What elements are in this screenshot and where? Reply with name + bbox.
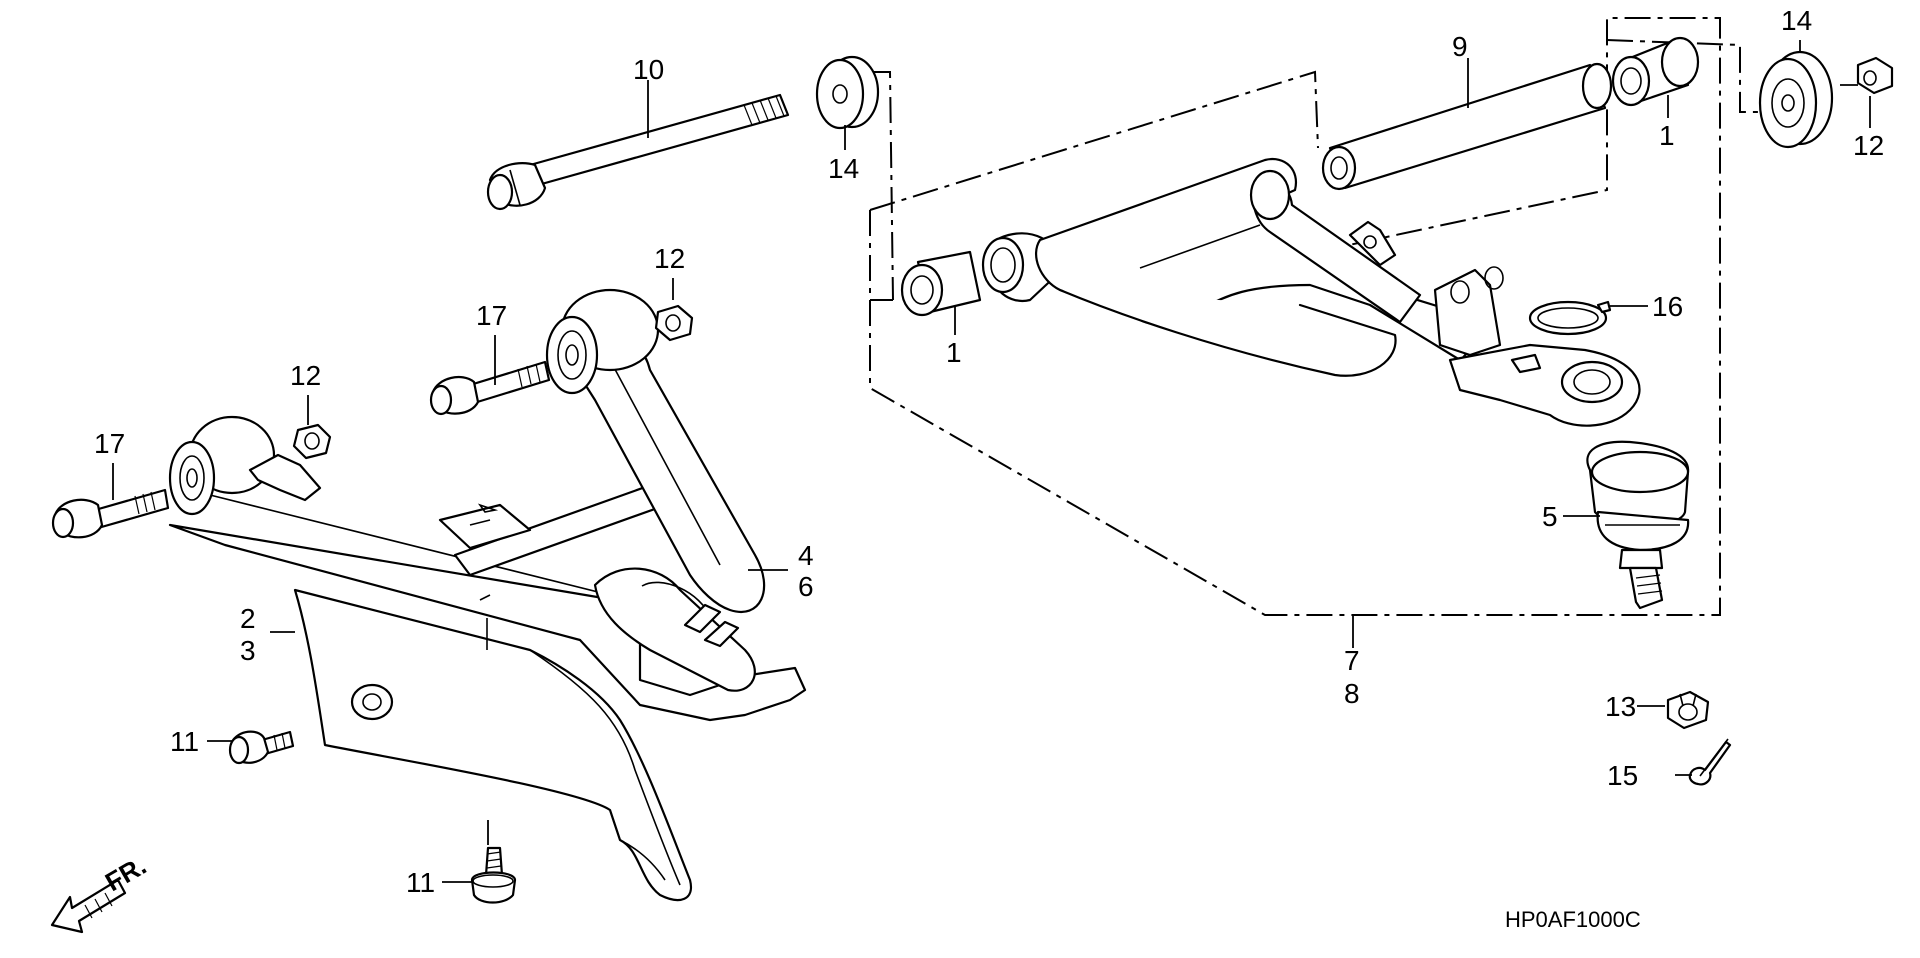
callout-1-right: 1	[1659, 120, 1675, 151]
callout-4: 4	[798, 540, 814, 571]
callout-16: 16	[1652, 291, 1683, 322]
callout-5: 5	[1542, 501, 1558, 532]
castle-nut	[1666, 690, 1710, 730]
bushing-right	[1611, 36, 1700, 107]
front-arrow-icon	[50, 878, 127, 934]
nut-12-upper-left	[654, 304, 694, 342]
circlip	[1528, 300, 1612, 336]
callout-11-bottom: 11	[406, 867, 435, 898]
callout-14-left: 14	[828, 153, 859, 184]
cotter-pin	[1688, 738, 1732, 786]
upper-arm	[900, 157, 1641, 427]
callout-10: 10	[633, 54, 664, 85]
callout-17-upper: 17	[476, 300, 507, 331]
front-direction-indicator: FR.	[50, 850, 151, 934]
callout-13: 13	[1605, 691, 1636, 722]
nut-12-right	[1856, 56, 1894, 95]
lower-arm	[168, 288, 807, 722]
callout-1-left: 1	[946, 337, 962, 368]
callout-3: 3	[240, 635, 256, 666]
washer-upper-left	[815, 55, 880, 130]
bolt-17-lower	[51, 488, 170, 539]
callout-11-side: 11	[170, 726, 199, 757]
skid-plate	[293, 588, 693, 902]
nut-12-lower-left	[292, 423, 332, 460]
callout-14-right: 14	[1781, 5, 1812, 36]
pivot-bolt	[486, 93, 790, 211]
callout-6: 6	[798, 571, 814, 602]
callout-8: 8	[1344, 678, 1360, 709]
flange-bolt-11-side	[228, 730, 295, 765]
diagram-code: HP0AF1000C	[1505, 907, 1641, 932]
bolt-17-upper	[429, 360, 551, 416]
callout-9: 9	[1452, 31, 1468, 62]
assembly-outline-bolt	[870, 71, 894, 301]
callout-12-lower-left: 12	[290, 360, 321, 391]
washer-right	[1758, 50, 1834, 149]
callout-12-right: 12	[1853, 130, 1884, 161]
pivot-collar	[1321, 62, 1613, 191]
callout-15: 15	[1607, 760, 1638, 791]
ball-joint	[1586, 440, 1690, 610]
leader-lines	[112, 40, 1871, 883]
callout-7: 7	[1344, 645, 1360, 676]
callout-2: 2	[240, 603, 256, 634]
callout-17-lower: 17	[94, 428, 125, 459]
flange-bolt-11-bottom	[470, 846, 517, 904]
callout-12-upper-left: 12	[654, 243, 685, 274]
callout-labels: 10 14 9 1 1 14 12 12 12 17 17 16 5 4 6 2…	[94, 5, 1884, 898]
